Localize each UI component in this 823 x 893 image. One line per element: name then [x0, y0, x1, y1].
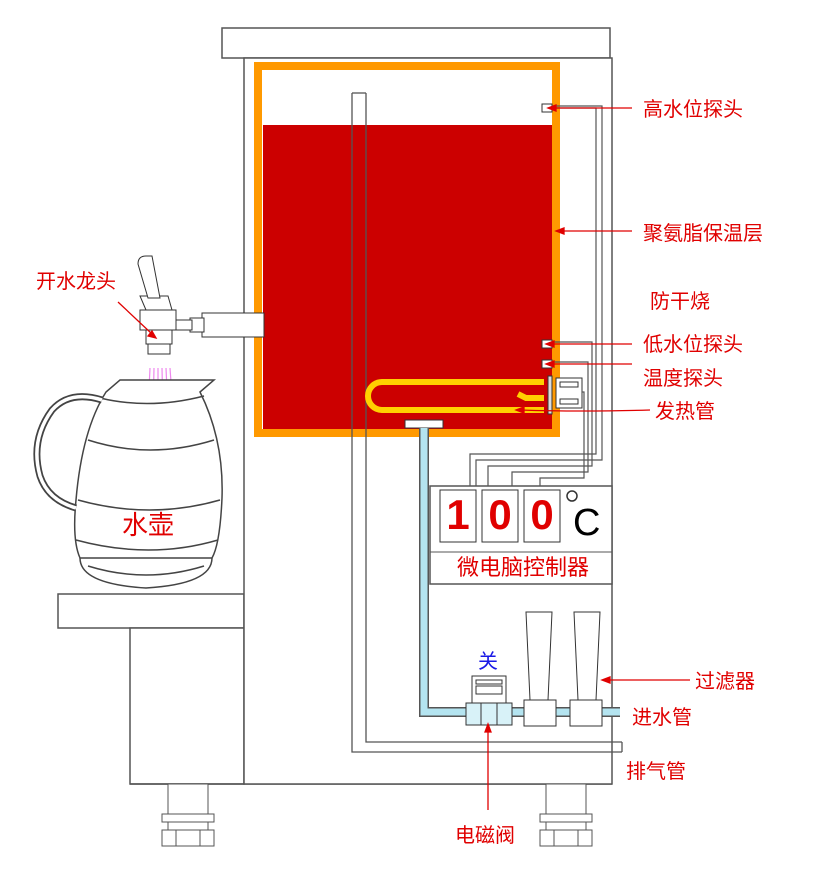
hot-water [263, 125, 552, 429]
controller-name: 微电脑控制器 [456, 556, 589, 581]
label-high-water-probe: 高水位探头 [643, 97, 743, 121]
heating-tube [365, 379, 544, 413]
label-heating-tube: 发热管 [655, 399, 715, 423]
counter-cabinet [129, 627, 245, 785]
boiler-top-cap [221, 27, 611, 59]
kettle [33, 379, 223, 589]
water-tap [137, 255, 265, 355]
degree-icon [566, 490, 578, 502]
valve-state-label: 关 [478, 649, 498, 673]
label-low-water-probe: 低水位探头 [643, 332, 743, 356]
filter-left [523, 611, 557, 727]
tank-outlet [404, 419, 444, 429]
label-kettle: 水壶 [122, 511, 175, 541]
label-inlet-pipe: 进水管 [632, 705, 692, 729]
right-foot [539, 783, 593, 847]
label-filter: 过滤器 [695, 669, 755, 693]
solenoid-valve [465, 675, 513, 726]
display-digit-3: 0 [530, 491, 554, 538]
left-foot [161, 783, 215, 847]
display-digit-2: 0 [488, 491, 512, 538]
digit-frame-3 [523, 489, 561, 543]
digit-frame-1 [439, 489, 477, 543]
label-insulation-layer: 聚氨脂保温层 [643, 221, 763, 245]
temperature-unit: C [573, 502, 601, 544]
leader-lines [117, 104, 690, 810]
digit-frame-2 [481, 489, 519, 543]
label-dry-burn-protection: 防干烧 [650, 289, 710, 313]
label-exhaust-pipe: 排气管 [626, 759, 686, 783]
label-solenoid-valve: 电磁阀 [455, 823, 515, 847]
filter-right [569, 611, 603, 727]
label-water-tap: 开水龙头 [36, 269, 116, 293]
counter-shelf [57, 593, 245, 629]
label-temperature-probe: 温度探头 [643, 366, 723, 390]
exhaust-pipe [351, 92, 623, 753]
display-digit-1: 1 [446, 491, 470, 538]
